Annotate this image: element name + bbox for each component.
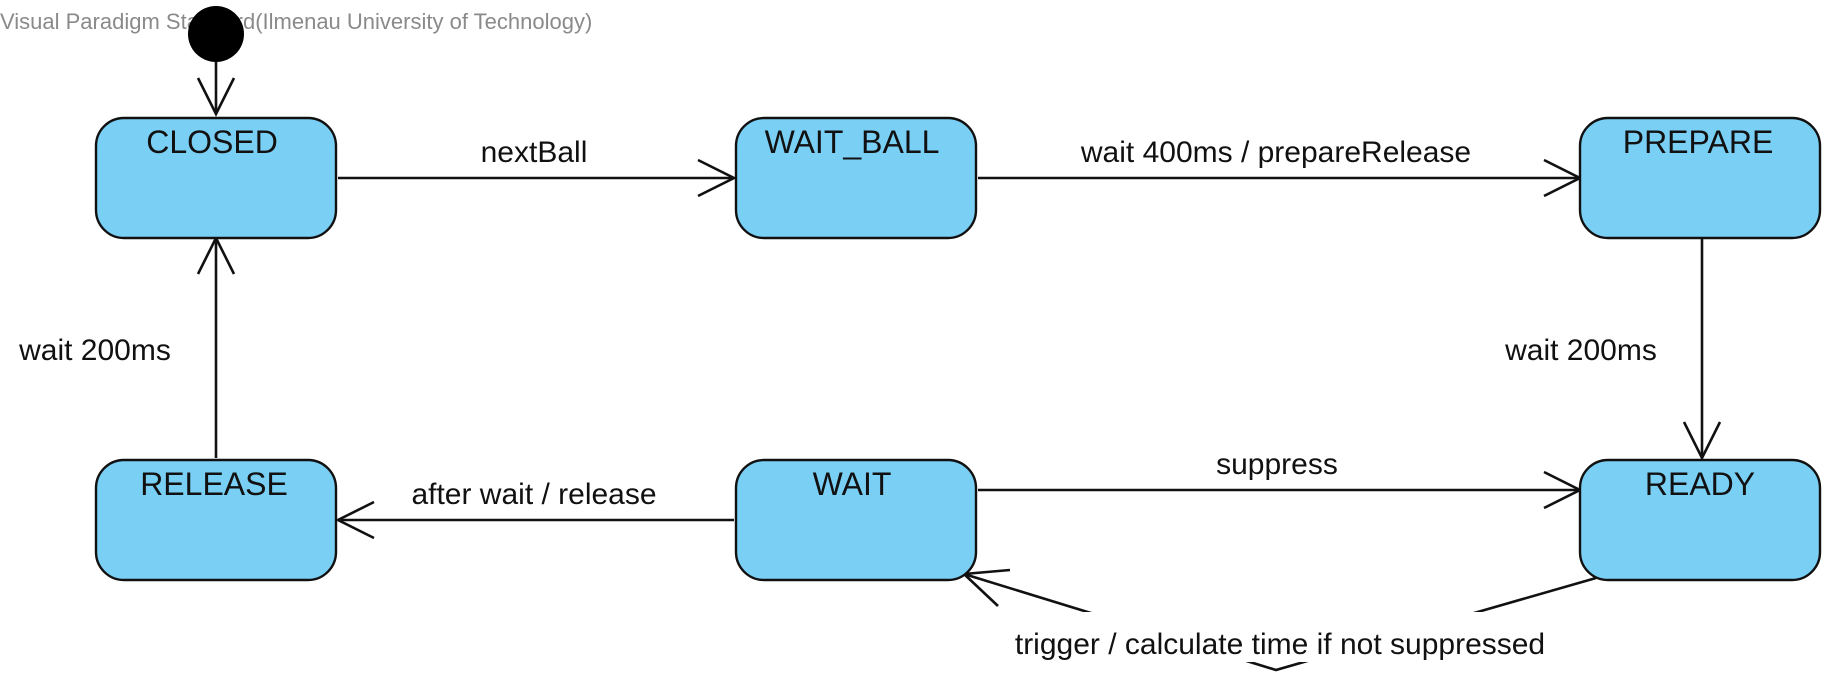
state-wait-ball[interactable]: WAIT_BALL	[734, 116, 978, 240]
edge-label-next-ball: nextBall	[481, 136, 588, 169]
state-wait-label: WAIT	[813, 466, 892, 502]
state-prepare-label: PREPARE	[1623, 124, 1774, 160]
state-release[interactable]: RELEASE	[94, 458, 338, 582]
edge-label-wait-400ms: wait 400ms / prepareRelease	[1080, 136, 1471, 169]
state-wait-ball-label: WAIT_BALL	[765, 124, 940, 160]
edge-closed-to-wait-ball	[338, 158, 737, 198]
state-prepare[interactable]: PREPARE	[1578, 116, 1822, 240]
edge-label-background	[980, 612, 1580, 662]
watermark-text: Visual Paradigm Standard(Ilmenau Univers…	[0, 9, 592, 34]
edge-prepare-to-ready	[1682, 238, 1722, 461]
state-wait[interactable]: WAIT	[734, 458, 978, 582]
edge-label-suppress: suppress	[1216, 448, 1338, 481]
initial-state	[188, 6, 244, 62]
state-closed[interactable]: CLOSED	[94, 116, 338, 240]
state-ready[interactable]: READY	[1578, 458, 1822, 582]
edge-label-prepare-wait-200ms: wait 200ms	[1504, 334, 1657, 367]
edge-label-after-wait: after wait / release	[411, 478, 656, 511]
edge-release-to-closed	[196, 235, 236, 458]
state-release-label: RELEASE	[140, 466, 288, 502]
state-closed-label: CLOSED	[146, 124, 278, 160]
edge-wait-to-release	[335, 500, 734, 540]
edge-label-trigger: trigger / calculate time if not suppress…	[1015, 628, 1545, 661]
edge-label-release-wait-200ms: wait 200ms	[18, 334, 171, 367]
edge-initial-to-closed	[196, 62, 236, 117]
state-ready-label: READY	[1645, 466, 1755, 502]
